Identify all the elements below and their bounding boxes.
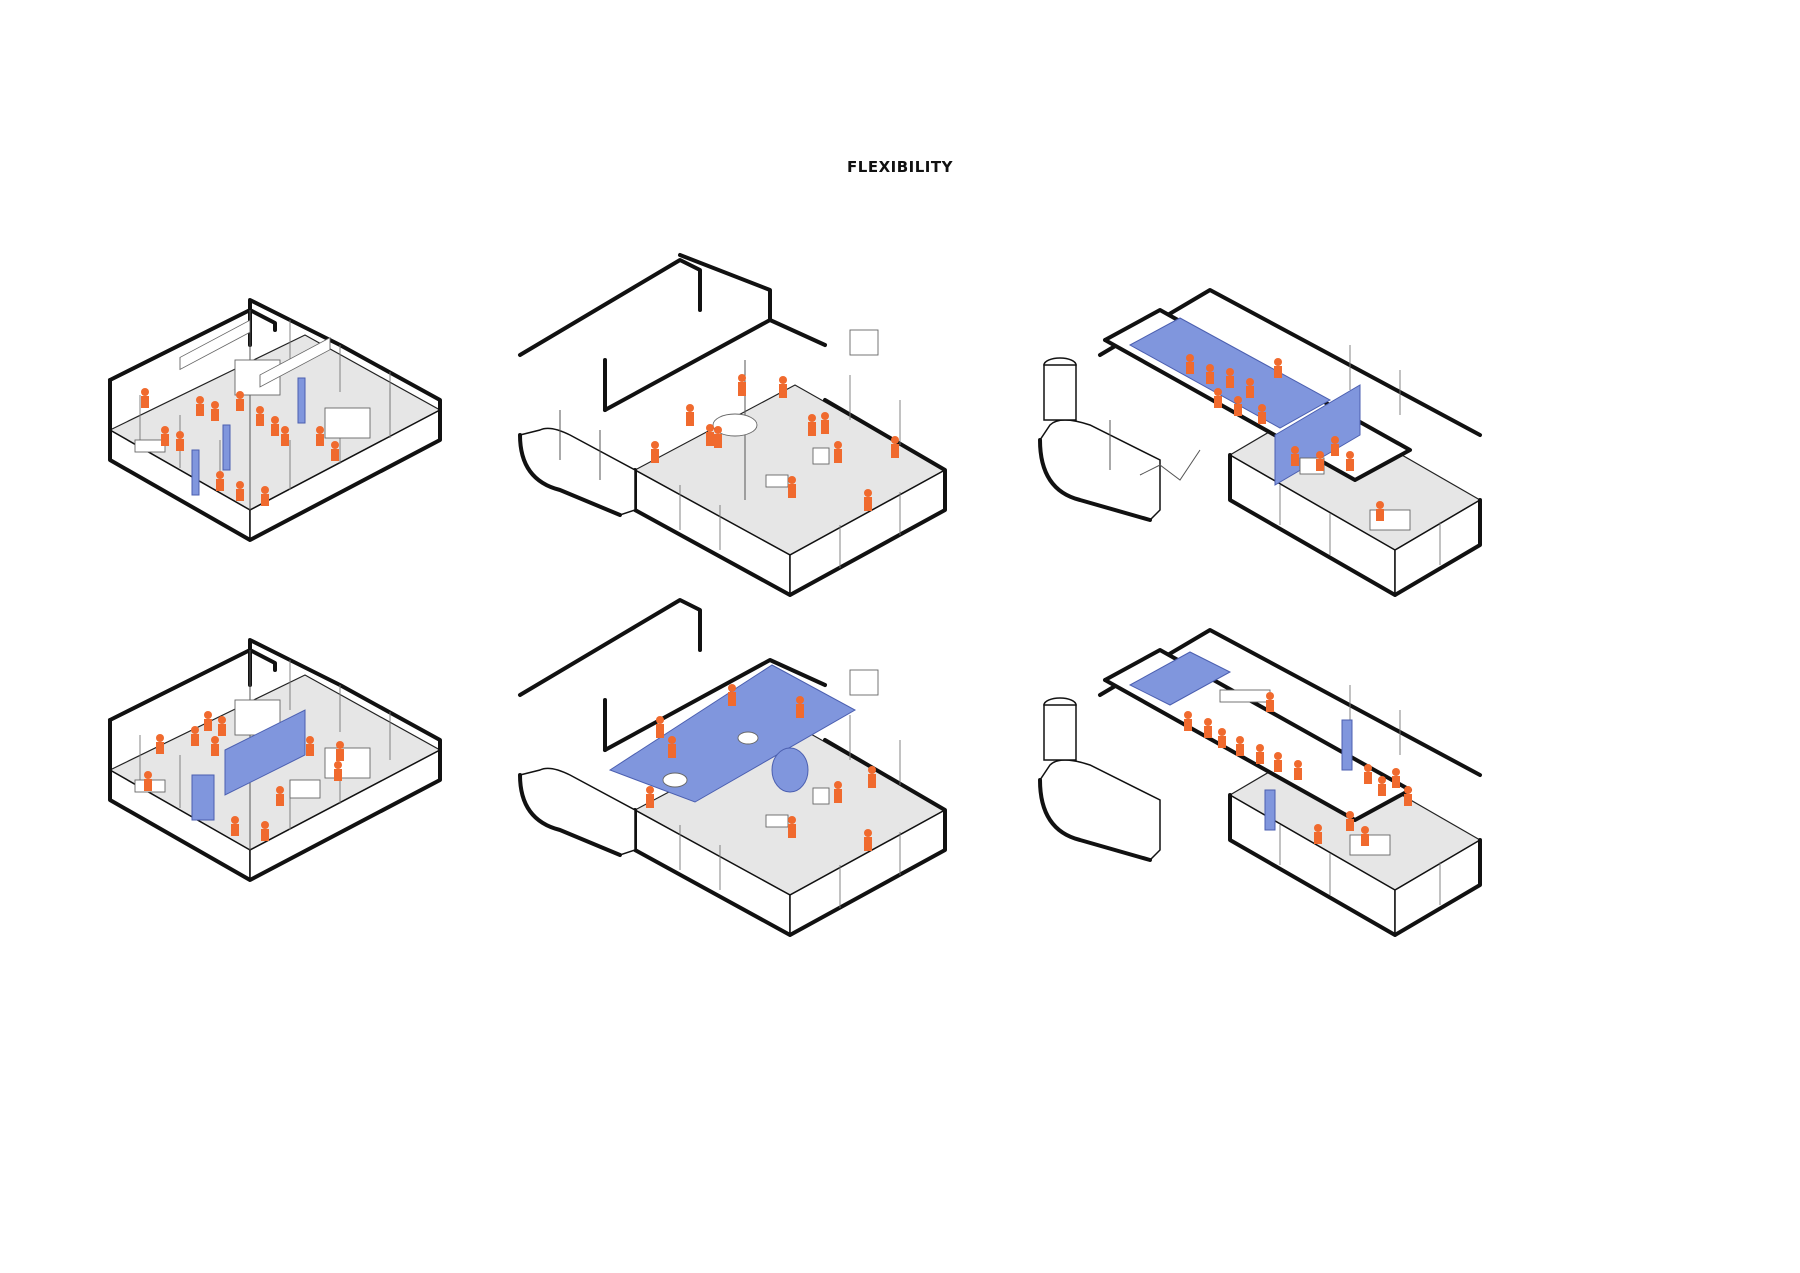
furniture [1219, 689, 1391, 856]
building-shell [518, 598, 947, 937]
furniture [712, 413, 830, 488]
people-group [646, 684, 876, 851]
blue-elements [191, 377, 306, 496]
panel-r1-c1 [100, 298, 700, 720]
panel-r2-c2 [518, 598, 1200, 1060]
panel-drawing [1038, 628, 1482, 937]
panel-drawing [1038, 288, 1482, 597]
panel-r2-c3 [1038, 628, 1800, 1060]
blue-elements [608, 664, 857, 803]
panel-r2-c1 [100, 638, 700, 1060]
furniture [662, 731, 830, 828]
panel-drawing [108, 638, 442, 882]
diagram-title: FLEXIBILITY [847, 158, 953, 176]
panel-r1-c2 [518, 253, 1200, 720]
people-group [141, 388, 339, 506]
building-shell [518, 253, 947, 597]
panel-drawing [108, 298, 442, 542]
people-group [144, 711, 344, 841]
people-group [1184, 692, 1412, 846]
people-group [1186, 354, 1384, 521]
panel-drawing [518, 598, 947, 937]
panel-drawing [518, 253, 947, 597]
furniture [134, 319, 371, 453]
blue-elements [191, 709, 306, 821]
people-group [651, 374, 899, 511]
blue-elements [1128, 651, 1353, 831]
panel-r1-c3 [1038, 288, 1800, 720]
